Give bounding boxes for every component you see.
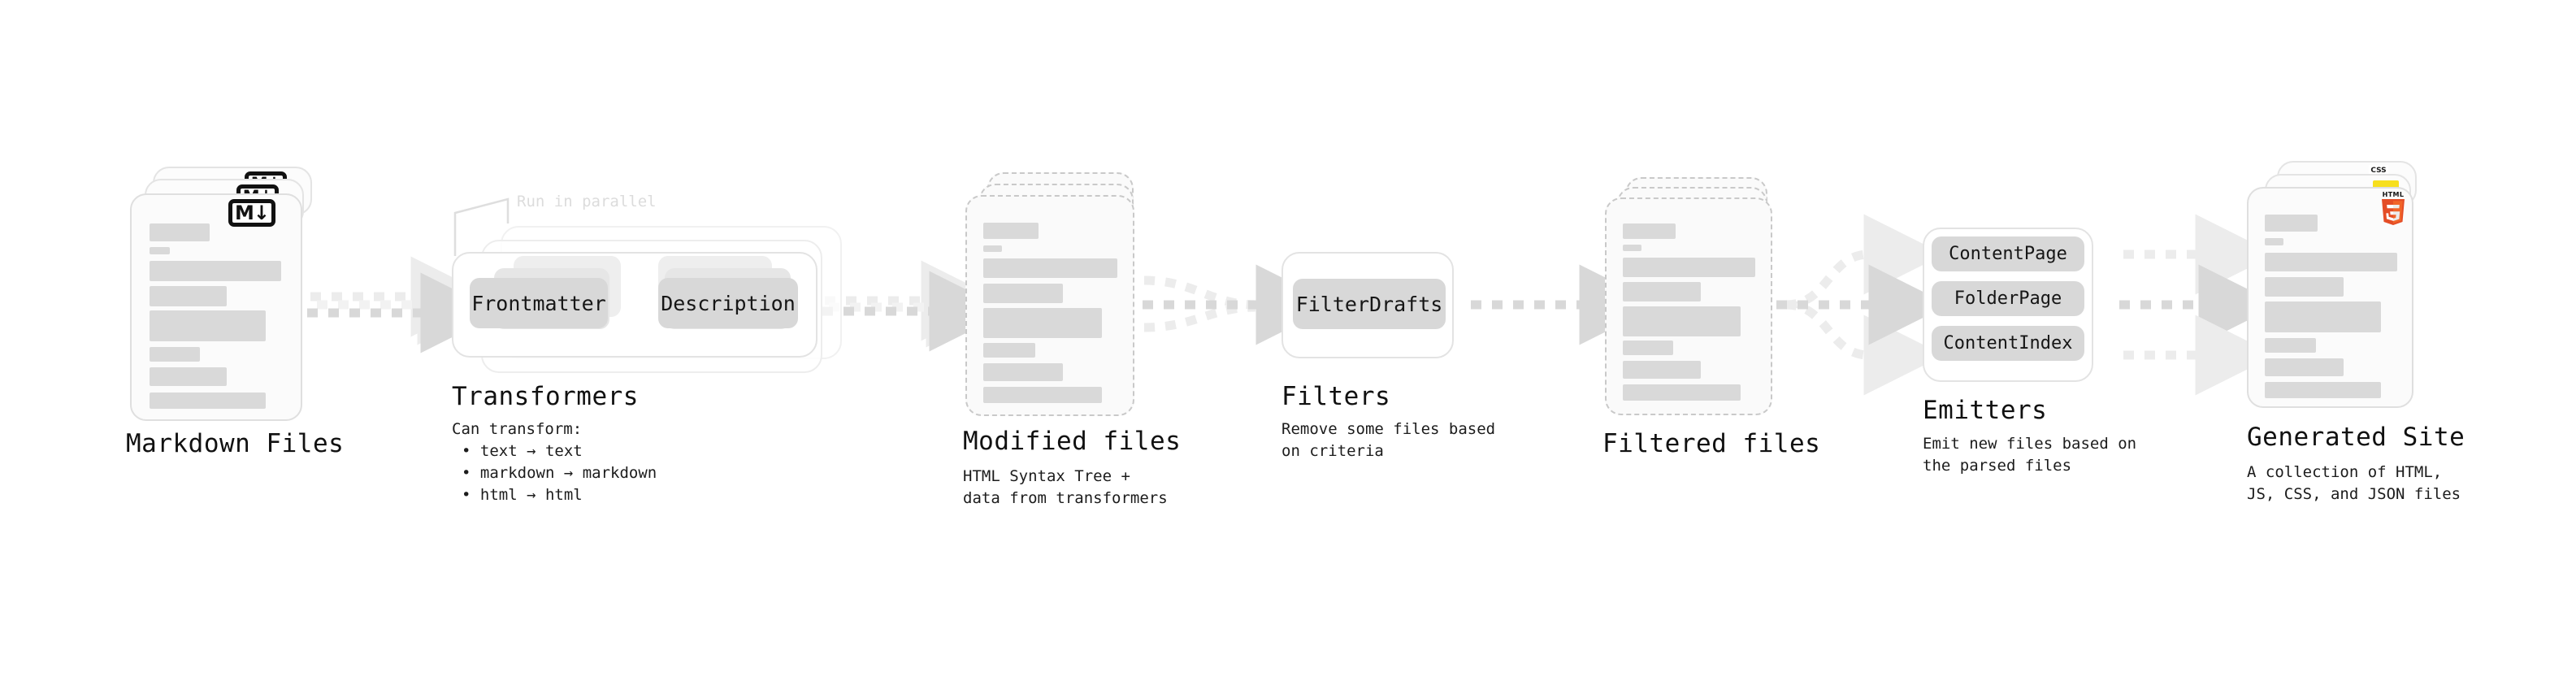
markdown-card-front [130, 193, 302, 421]
skeleton-line-1 [983, 258, 1117, 278]
pill-content-index[interactable]: ContentIndex [1932, 326, 2084, 361]
skeleton-line-2 [2265, 277, 2344, 297]
skeleton-line-4 [1623, 340, 1673, 355]
pill-folder-page[interactable]: FolderPage [1932, 281, 2084, 316]
arrow-emitters-to-site [2119, 214, 2279, 396]
skeleton-line-4 [150, 347, 200, 362]
skeleton-line-3 [983, 308, 1102, 338]
skeleton-line-2 [1623, 282, 1701, 301]
skeleton-line-6 [983, 387, 1102, 403]
modified-card-front [965, 195, 1134, 416]
arrow-markdown-to-transformers [307, 256, 501, 354]
site-card-front [2247, 187, 2413, 408]
pill-filter-drafts[interactable]: FilterDrafts [1293, 279, 1446, 329]
pill-description[interactable]: Description [658, 278, 798, 328]
caption-sub-emitters: Emit new files based on the parsed files [1923, 435, 2137, 475]
skeleton-title-bar [150, 223, 210, 241]
skeleton-line-4 [983, 343, 1035, 358]
caption-list-transformers-1: • markdown → markdown [462, 464, 657, 482]
caption-list-transformers-0: • text → text [462, 442, 583, 460]
skeleton-title-bar [1623, 223, 1676, 239]
caption-sub-generated-site: A collection of HTML, JS, CSS, and JSON … [2247, 463, 2461, 503]
skeleton-line-3 [150, 310, 266, 341]
skeleton-line-5 [2265, 358, 2344, 376]
skeleton-line-5 [983, 363, 1063, 381]
pill-content-page[interactable]: ContentPage [1932, 236, 2084, 271]
skeleton-meta-bar [2265, 238, 2283, 245]
html5-badge-wordmark: HTML [2382, 191, 2405, 198]
skeleton-meta-bar [150, 247, 170, 254]
skeleton-line-1 [150, 261, 281, 281]
caption-title-transformers: Transformers [452, 382, 639, 411]
caption-title-modified-files: Modified files [963, 427, 1182, 456]
skeleton-line-3 [1623, 306, 1741, 336]
caption-sub-modified-files: HTML Syntax Tree + data from transformer… [963, 467, 1168, 507]
caption-sub-filters: Remove some files based on criteria [1281, 420, 1496, 460]
skeleton-line-5 [1623, 361, 1701, 379]
skeleton-line-2 [983, 284, 1063, 303]
pill-frontmatter[interactable]: Frontmatter [470, 278, 608, 328]
skeleton-meta-bar [983, 245, 1002, 252]
caption-title-emitters: Emitters [1923, 396, 2048, 425]
arrow-modified-to-filters [1143, 264, 1337, 345]
caption-title-filters: Filters [1281, 382, 1391, 411]
markdown-badge: M↓ [228, 199, 275, 227]
skeleton-title-bar [2265, 215, 2318, 232]
skeleton-line-1 [1623, 258, 1755, 277]
css-badge-label: CSS [2370, 167, 2387, 175]
caption-title-generated-site: Generated Site [2247, 423, 2465, 452]
run-in-parallel-label: Run in parallel [517, 193, 657, 210]
filtered-card-front [1605, 197, 1772, 415]
caption-sub-transformers: Can transform: [452, 420, 583, 438]
skeleton-line-4 [2265, 338, 2316, 353]
skeleton-meta-bar [1623, 245, 1641, 251]
skeleton-line-6 [150, 393, 266, 409]
html5-shield-icon [2382, 199, 2405, 225]
html5-badge: HTML [2379, 191, 2407, 225]
skeleton-line-3 [2265, 301, 2381, 332]
skeleton-line-1 [2265, 253, 2397, 271]
caption-title-markdown-files: Markdown Files [126, 429, 345, 458]
caption-list-transformers-2: • html → html [462, 486, 583, 504]
skeleton-title-bar [983, 223, 1039, 239]
caption-title-filtered-files: Filtered files [1602, 429, 1821, 458]
skeleton-line-2 [150, 286, 227, 306]
skeleton-line-6 [2265, 382, 2381, 398]
skeleton-line-5 [150, 367, 227, 386]
skeleton-line-6 [1623, 384, 1741, 401]
arrow-filtered-to-emitters [1776, 214, 1949, 396]
